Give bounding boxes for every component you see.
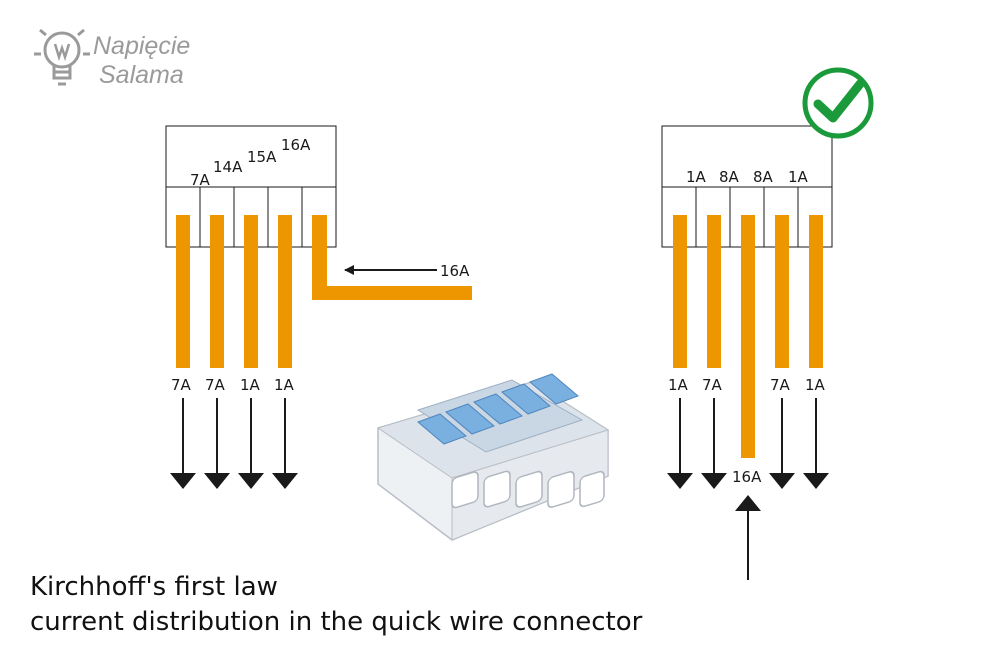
right-input-wire <box>741 215 755 458</box>
checkmark-icon <box>802 67 874 139</box>
wire-connector-image <box>376 373 610 541</box>
right-wire-1 <box>673 215 687 368</box>
left-top-label-3: 15A <box>247 148 277 166</box>
caption-title: Kirchhoff's first law <box>30 572 278 602</box>
right-top-label-3: 8A <box>753 168 774 186</box>
right-input-label: 16A <box>732 468 762 486</box>
brand-logo: Napięcie Salama <box>34 28 190 89</box>
right-output-label-1: 1A <box>668 376 689 394</box>
left-output-label-1: 7A <box>171 376 192 394</box>
left-input-wire <box>312 215 472 300</box>
right-wire-5 <box>809 215 823 368</box>
left-top-label-2: 14A <box>213 158 243 176</box>
left-top-label-4: 16A <box>281 136 311 154</box>
right-top-label-4: 1A <box>788 168 809 186</box>
right-output-label-3: 7A <box>770 376 791 394</box>
left-wire-4 <box>278 215 292 368</box>
logo-line1: Napięcie <box>93 32 190 60</box>
right-connector: 1A 8A 8A 1A 1A 7A 7A 1A 16A <box>661 67 874 580</box>
left-connector: 7A 14A 15A 16A 16A 7A 7A 1A 1A <box>165 125 472 489</box>
left-wire-3 <box>244 215 258 368</box>
right-top-label-1: 1A <box>686 168 707 186</box>
left-output-label-4: 1A <box>274 376 295 394</box>
right-top-label-2: 8A <box>719 168 740 186</box>
left-top-label-1: 7A <box>190 171 211 189</box>
left-wire-2 <box>210 215 224 368</box>
left-output-label-2: 7A <box>205 376 226 394</box>
right-wire-2 <box>707 215 721 368</box>
right-wire-4 <box>775 215 789 368</box>
lightbulb-icon <box>34 28 90 86</box>
left-input-label: 16A <box>440 262 470 280</box>
right-output-label-4: 1A <box>805 376 826 394</box>
left-output-label-3: 1A <box>240 376 261 394</box>
left-wire-1 <box>176 215 190 368</box>
caption-subtitle: current distribution in the quick wire c… <box>30 607 643 637</box>
logo-line2: Salama <box>99 61 184 89</box>
right-output-label-2: 7A <box>702 376 723 394</box>
